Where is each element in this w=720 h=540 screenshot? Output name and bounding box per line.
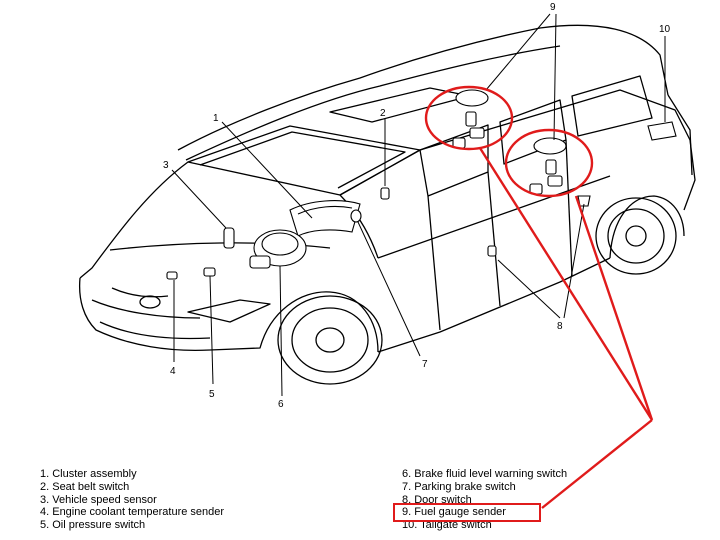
legend-item-7: 7. Parking brake switch [402, 480, 516, 493]
legend-item-1: 1. Cluster assembly [40, 468, 137, 480]
highlight-circle-lower [504, 128, 594, 198]
callout-5: 5 [209, 389, 215, 400]
legend-item-5: 5. Oil pressure switch [40, 519, 146, 532]
legend-right: 6. Brake fluid level warning switch 7. P… [402, 468, 567, 532]
vehicle-speed-sensor-part [223, 227, 235, 249]
callout-7: 7 [422, 359, 428, 370]
oil-pressure-switch-part [203, 267, 216, 277]
legend-item-9: 9. Fuel gauge sender [402, 506, 506, 519]
fuel-gauge-sender-highlight-box [393, 503, 541, 522]
coolant-sender-part [166, 271, 178, 280]
legend-item-10: 10. Tailgate switch [402, 519, 492, 532]
parking-brake-switch-part [350, 209, 362, 223]
callout-numbers: 1 2 3 4 5 6 7 8 9 10 [163, 2, 671, 410]
callout-6: 6 [278, 399, 284, 410]
callout-9: 9 [550, 2, 556, 13]
callout-3: 3 [163, 160, 169, 171]
fuel-sender-upper-part [455, 89, 489, 107]
callout-10: 10 [659, 24, 671, 35]
leader-lines [171, 13, 666, 397]
fuel-sender-lower-part [533, 137, 567, 155]
highlight-annotations [424, 85, 654, 509]
legend-item-4: 4. Engine coolant temperature sender [40, 506, 225, 519]
legend-item-2: 2. Seat belt switch [40, 480, 130, 493]
legend-item-6: 6. Brake fluid level warning switch [402, 468, 568, 480]
car-outline [78, 24, 696, 385]
callout-1: 1 [213, 113, 219, 124]
seat-belt-switch-part [380, 187, 390, 200]
legend-item-8: 8. Door switch [402, 493, 472, 506]
callout-8: 8 [557, 321, 563, 332]
callout-2: 2 [380, 108, 386, 119]
tailgate-switch-part [647, 121, 677, 141]
highlight-circle-upper [424, 85, 514, 151]
components [166, 89, 677, 280]
legend-left: 1. Cluster assembly 2. Seat belt switch … [40, 468, 224, 532]
callout-4: 4 [170, 366, 176, 377]
door-switch-front-part [487, 245, 497, 257]
legend-item-3: 3. Vehicle speed sensor [40, 493, 157, 506]
